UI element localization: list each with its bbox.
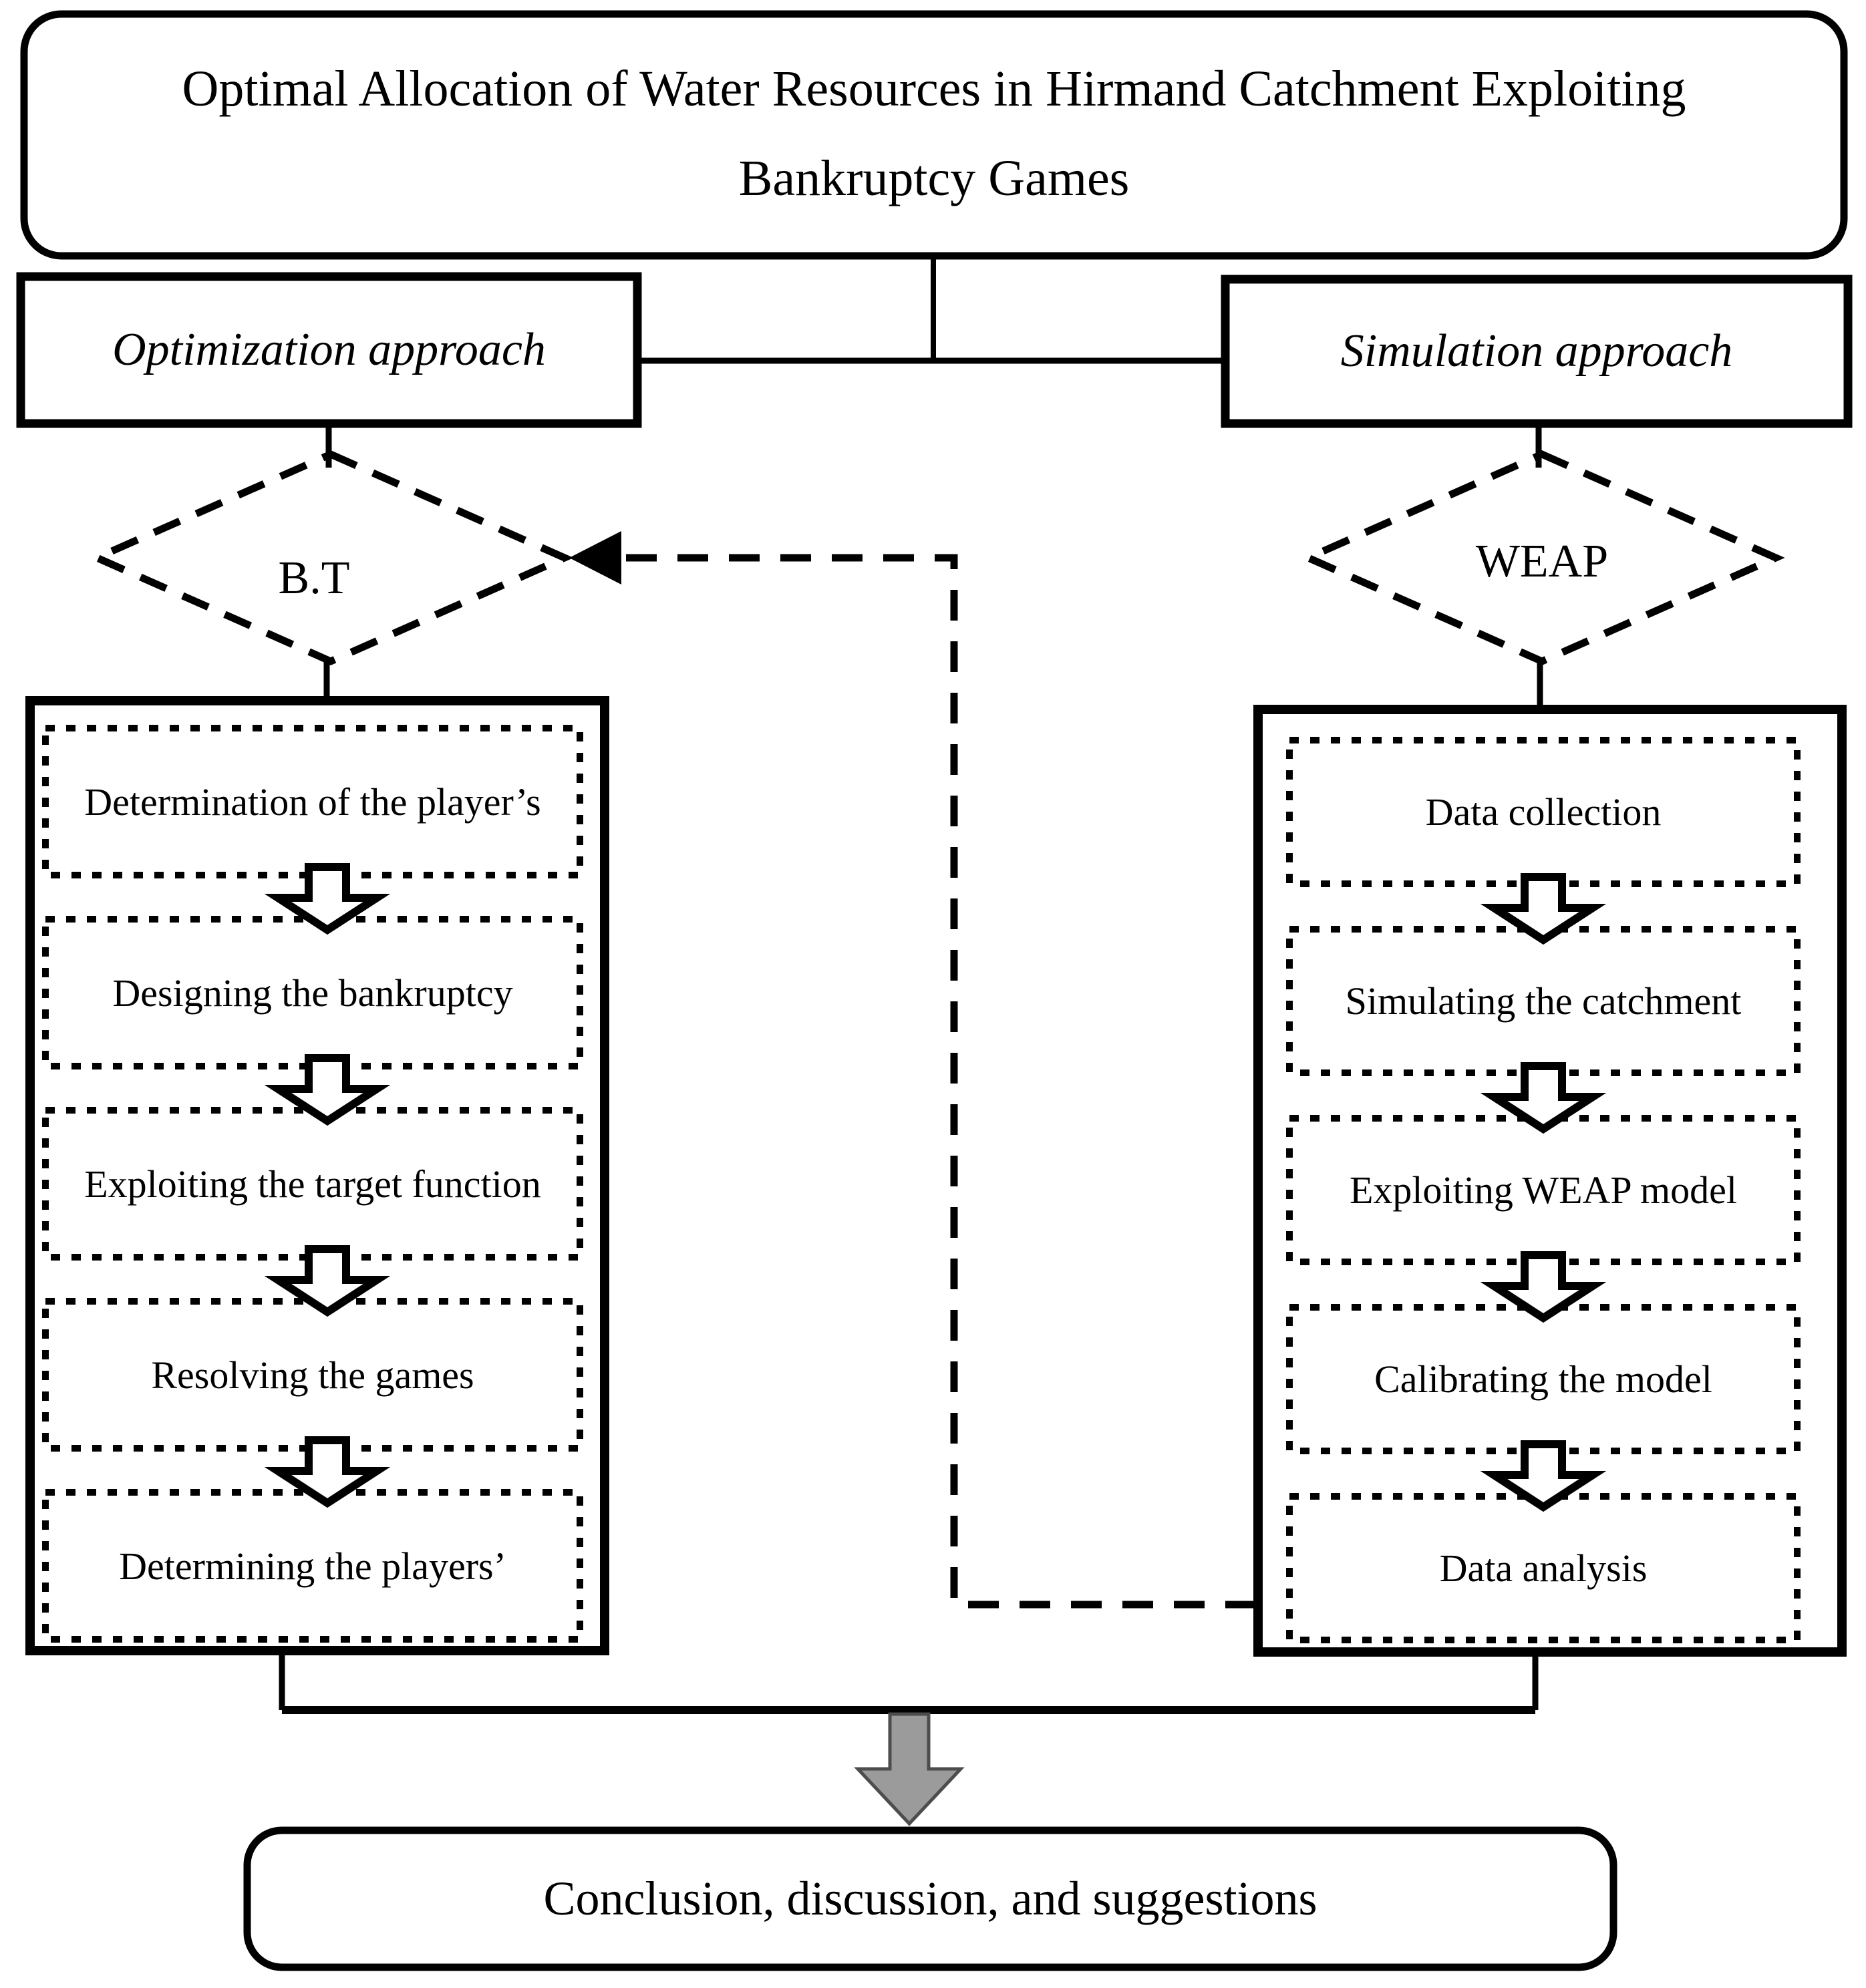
right-step-4-label: Calibrating the model [1374,1357,1712,1401]
simulation-approach-label: Simulation approach [1340,325,1733,377]
title-text: Optimal Allocation of Water Resources in… [30,17,1838,251]
bt-decision-label: B.T [278,552,350,604]
right-step-2-label: Simulating the catchment [1345,979,1742,1023]
left-step-arrow-4-icon [264,1436,391,1508]
feedback-arrowhead-icon [569,531,621,585]
right-step-arrow-1-icon [1480,873,1607,945]
step-box-resolving-games [42,1298,583,1452]
step-box-exploiting-target-function [42,1107,583,1261]
left-step-1-label: Determination of the player’s [84,780,541,824]
left-step-3-label: Exploiting the target function [84,1162,541,1206]
title-line-1: Optimal Allocation of Water Resources in… [182,61,1686,117]
merge-down-arrow-icon [854,1712,965,1826]
right-step-arrow-4-icon [1480,1440,1607,1512]
title-line-2: Bankruptcy Games [738,150,1130,206]
step-box-designing-bankruptcy [42,916,583,1069]
step-box-determination-players [42,725,583,878]
bt-decision-diamond [88,450,574,666]
left-steps-container [25,696,609,1655]
conclusion-label: Conclusion, discussion, and suggestions [543,1872,1317,1925]
right-step-5-label: Data analysis [1439,1546,1648,1590]
conclusion-box [243,1826,1617,1971]
step-box-determining-players [42,1489,583,1643]
left-step-arrow-2-icon [264,1054,391,1126]
left-step-4-label: Resolving the games [151,1353,474,1397]
left-step-arrow-1-icon [264,863,391,935]
feedback-dashed-line [591,554,1256,1609]
right-steps-container [1253,705,1847,1657]
left-step-arrow-3-icon [264,1245,391,1317]
right-step-1-label: Data collection [1425,790,1662,834]
weap-decision-label: WEAP [1475,535,1609,587]
right-step-arrow-3-icon [1480,1251,1607,1323]
step-box-data-collection [1286,737,1801,887]
left-step-2-label: Designing the bankruptcy [112,971,513,1015]
left-step-5-label: Determining the players’ [119,1544,506,1588]
optimization-approach-label: Optimization approach [112,324,546,375]
right-step-arrow-2-icon [1480,1062,1607,1134]
right-step-3-label: Exploiting WEAP model [1350,1168,1737,1212]
